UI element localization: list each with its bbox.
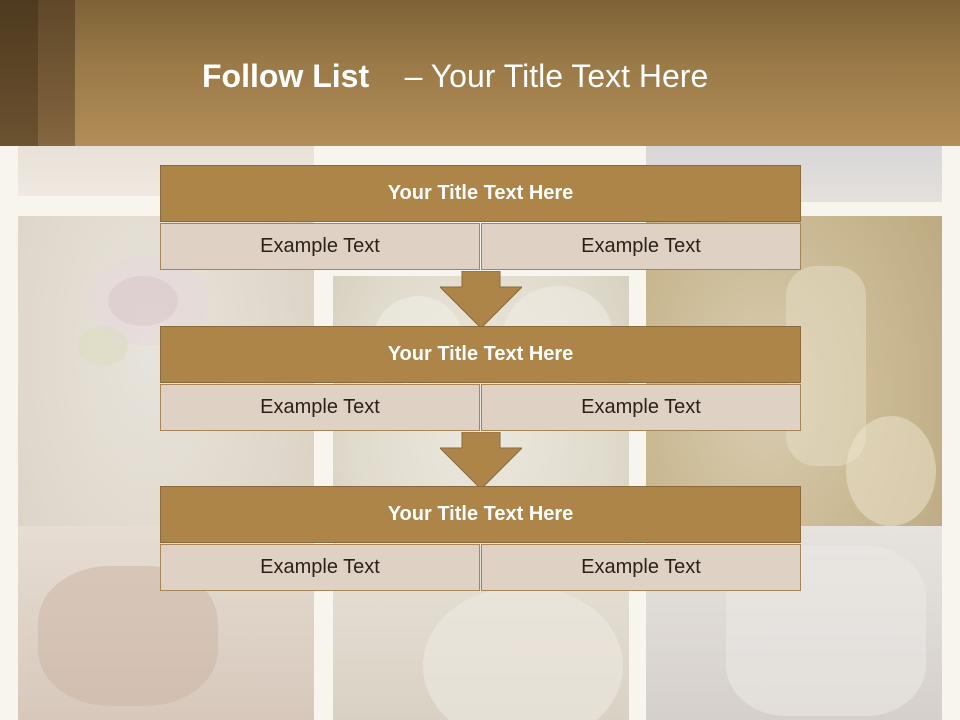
flow-step-right-text[interactable]: Example Text — [481, 544, 801, 591]
down-arrow-icon — [440, 271, 522, 329]
flow-step-left-text[interactable]: Example Text — [160, 544, 480, 591]
flow-step-title[interactable]: Your Title Text Here — [160, 326, 801, 383]
slide-title-rest: – Your Title Text Here — [404, 58, 709, 94]
header-band: Follow List – Your Title Text Here — [0, 0, 960, 146]
flow-step-right-text[interactable]: Example Text — [481, 223, 801, 270]
flow-step-left-text[interactable]: Example Text — [160, 223, 480, 270]
slide-title: Follow List – Your Title Text Here — [202, 54, 708, 98]
down-arrow-icon — [440, 432, 522, 490]
flow-step-title[interactable]: Your Title Text Here — [160, 486, 801, 543]
header-accent-stripe — [0, 0, 38, 146]
header-accent-stripe — [38, 0, 75, 146]
slide-title-bold: Follow List — [202, 58, 370, 94]
flow-step-title[interactable]: Your Title Text Here — [160, 165, 801, 222]
flow-step-left-text[interactable]: Example Text — [160, 384, 480, 431]
flow-step-right-text[interactable]: Example Text — [481, 384, 801, 431]
